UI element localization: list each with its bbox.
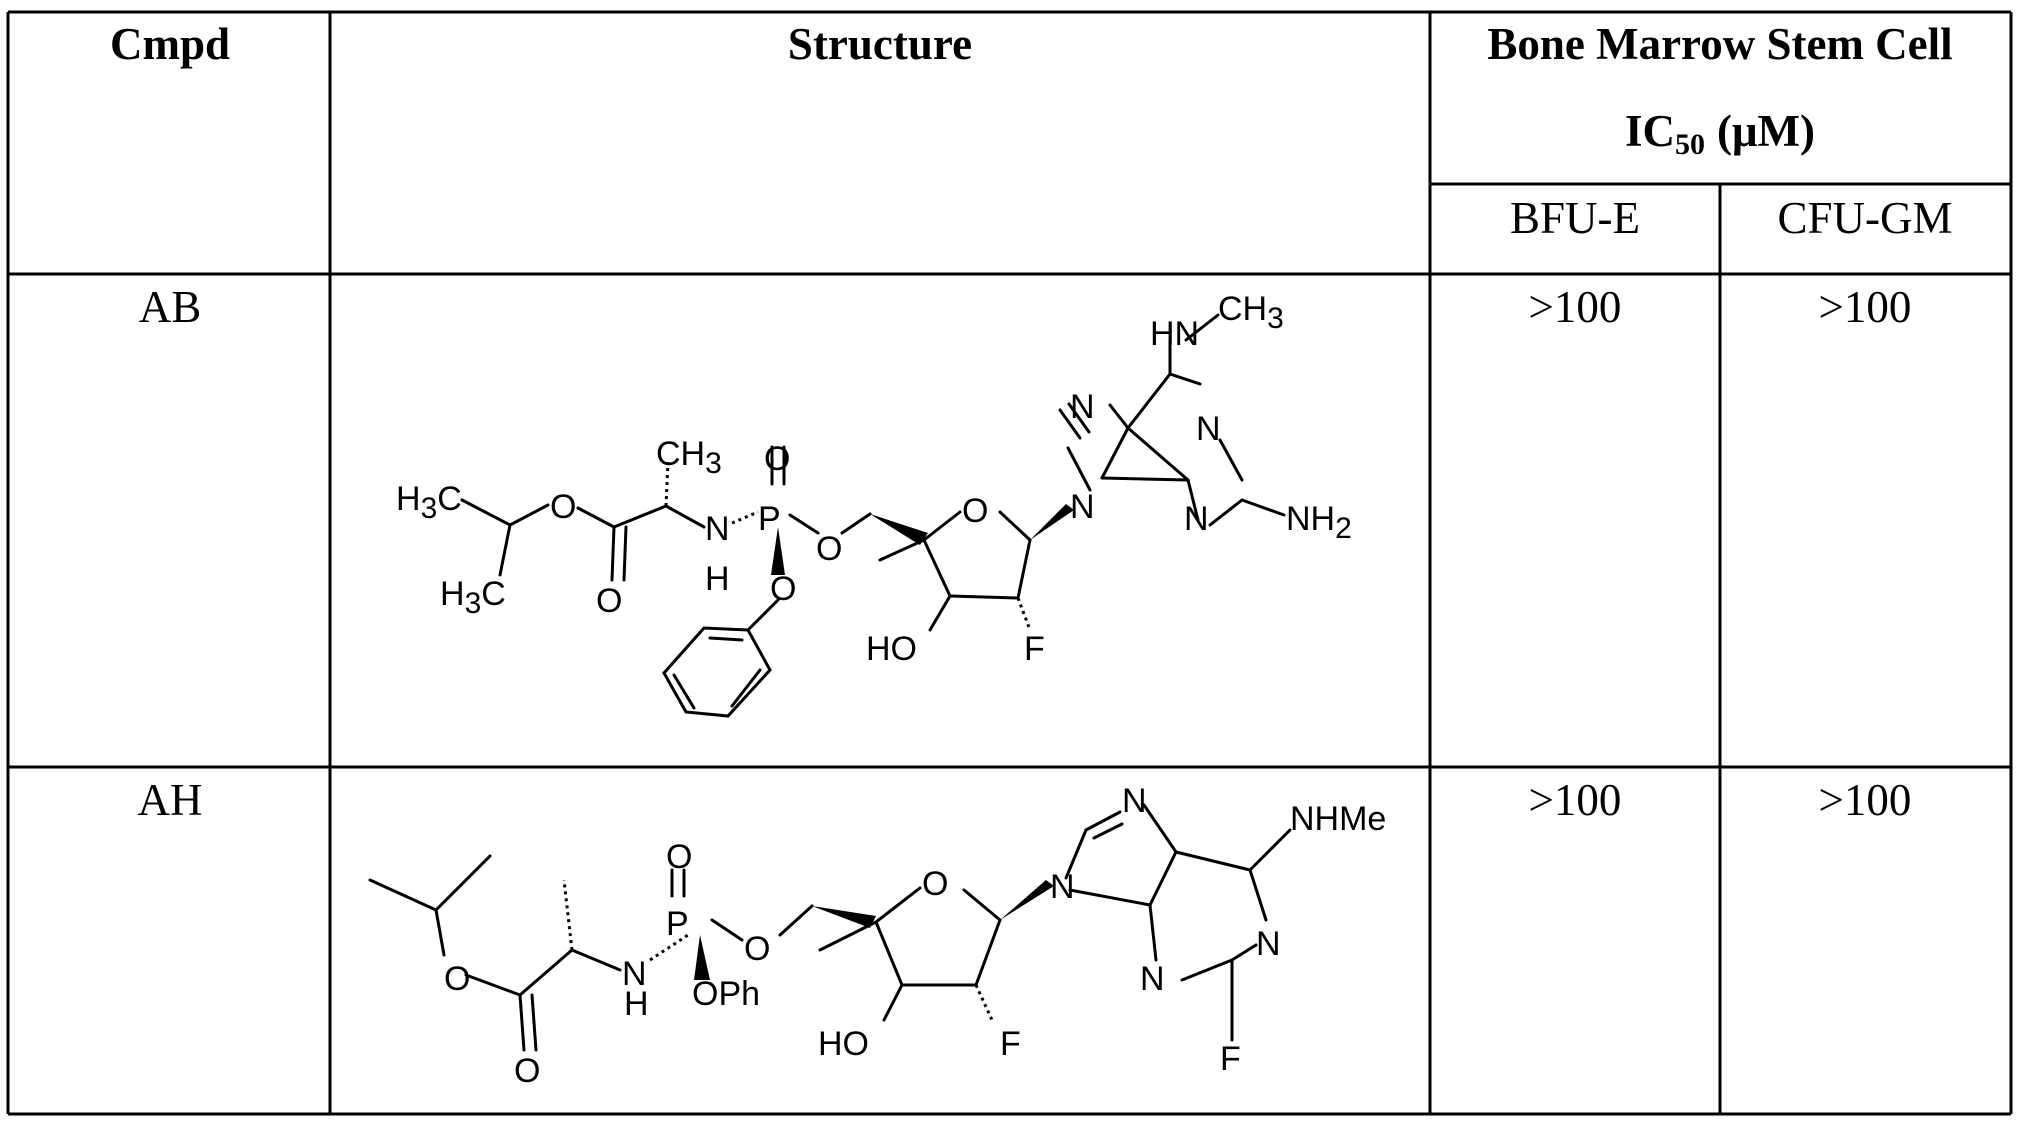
ah-p: P: [666, 905, 689, 943]
ah-n7: N: [1122, 782, 1147, 820]
ab-n7: N: [1070, 388, 1095, 426]
row-ah-cmpd: AH: [138, 775, 203, 825]
ah-p-o-bridge: O: [744, 930, 770, 968]
ab-p-o-phenyl: O: [770, 570, 796, 608]
ab-nh-h: H: [705, 560, 730, 598]
ah-nh-h: H: [624, 985, 649, 1023]
ab-nh2: NH2: [1286, 500, 1352, 545]
header-ic50: IC50 (μM): [1625, 106, 1815, 161]
ab-n3: N: [1184, 500, 1209, 538]
ah-nhme: NHMe: [1290, 800, 1386, 838]
ab-nh-n: N: [705, 510, 730, 548]
ab-ho: HO: [866, 630, 917, 668]
ab-p-oxo: O: [764, 440, 790, 478]
ah-ring-o: O: [922, 865, 948, 903]
ab-p: P: [758, 500, 781, 538]
row-ab-bfu: >100: [1529, 282, 1622, 332]
ab-n1: N: [1196, 410, 1221, 448]
ab-n9: N: [1070, 488, 1095, 526]
ab-ch3: CH3: [656, 435, 722, 480]
row-ah-cfu: >100: [1819, 775, 1912, 825]
ah-ester-o: O: [444, 960, 470, 998]
ab-fluoro: F: [1024, 630, 1045, 668]
ah-fluoro: F: [1000, 1025, 1021, 1063]
ab-ester-o: O: [550, 488, 576, 526]
ah-carbonyl-o: O: [514, 1052, 540, 1090]
ab-ch3-top: CH3: [1218, 290, 1284, 335]
ab-p-o-bridge: O: [816, 530, 842, 568]
ah-fluoro-2: F: [1220, 1040, 1241, 1078]
structure-ab: H3C H3C O O CH3 N H P O O O O HO F N N N…: [396, 290, 1352, 716]
header-bfu-e: BFU-E: [1510, 193, 1640, 243]
row-ab-cmpd: AB: [139, 282, 202, 332]
header-unit: (μM): [1717, 106, 1815, 156]
ah-ho: HO: [818, 1025, 869, 1063]
ah-n3: N: [1140, 960, 1165, 998]
header-ic-sub: 50: [1675, 128, 1705, 161]
ah-p-oxo: O: [666, 838, 692, 876]
ah-n9: N: [1050, 868, 1075, 906]
ab-carbonyl-o: O: [596, 582, 622, 620]
ah-n1: N: [1256, 925, 1281, 963]
header-cmpd: Cmpd: [110, 19, 230, 69]
structure-ah: O O N H P O O OPh O HO F N N N N NHMe F: [370, 782, 1386, 1090]
header-bone-marrow: Bone Marrow Stem Cell: [1487, 19, 1952, 69]
ab-h3c-top: H3C: [396, 480, 462, 525]
ab-ring-o: O: [962, 492, 988, 530]
row-ah-bfu: >100: [1529, 775, 1622, 825]
ah-oph: OPh: [692, 975, 760, 1013]
row-ab-cfu: >100: [1819, 282, 1912, 332]
header-ic: IC: [1625, 106, 1675, 156]
header-structure: Structure: [788, 19, 972, 69]
header-cfu-gm: CFU-GM: [1777, 193, 1952, 243]
table-grid: [8, 12, 2011, 1114]
ab-hn: HN: [1150, 315, 1199, 353]
ab-h3c-bottom: H3C: [440, 575, 506, 620]
